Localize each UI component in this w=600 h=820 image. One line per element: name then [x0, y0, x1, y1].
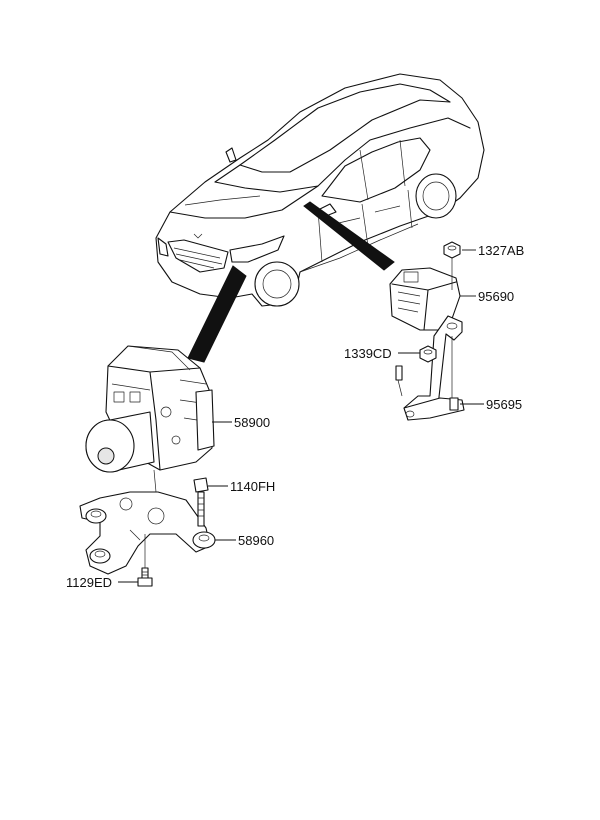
- sedan-car-illustration: [155, 73, 485, 307]
- bolt-icon-1129ed: [137, 534, 153, 587]
- bolt-icon-1140fh: [193, 477, 209, 527]
- part-label-1129ed: 1129ED: [66, 575, 112, 590]
- part-label-95690: 95690: [478, 289, 514, 304]
- location-arrow-abs: [187, 265, 247, 363]
- location-arrow-sensor: [303, 201, 395, 271]
- part-label-1327ab: 1327AB: [478, 243, 524, 258]
- part-label-1339cd: 1339CD: [344, 346, 392, 361]
- sensor-bracket-icon: [395, 315, 465, 421]
- part-label-95695: 95695: [486, 397, 522, 412]
- part-label-58900: 58900: [234, 415, 270, 430]
- nut-icon-1339cd: [419, 345, 437, 363]
- leader-lines: [118, 249, 484, 583]
- part-label-1140fh: 1140FH: [230, 479, 275, 494]
- part-label-58960: 58960: [238, 533, 274, 548]
- nut-icon-1327ab: [443, 241, 461, 290]
- abs-hydraulic-modulator-icon: [85, 345, 215, 473]
